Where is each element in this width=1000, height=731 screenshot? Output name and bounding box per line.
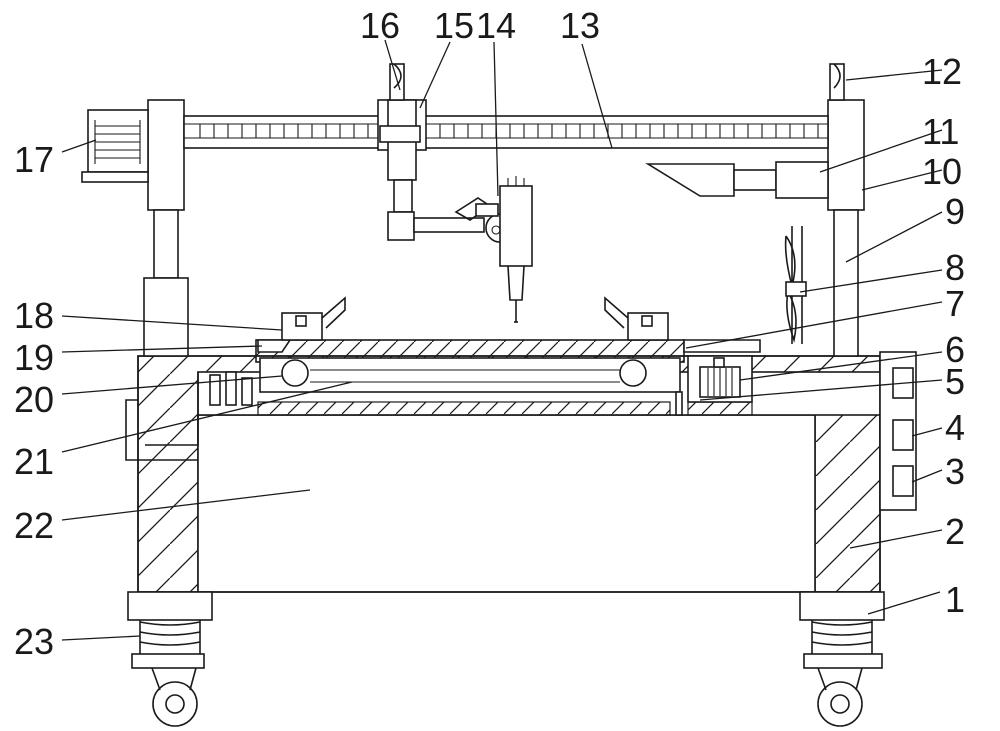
reference-numerals: 1 2 3 4 5 6 7 8 9 10 11 12 13 14 15 16 1… bbox=[14, 5, 965, 662]
spray-nozzle bbox=[645, 161, 829, 199]
label-20: 20 bbox=[14, 379, 54, 420]
label-5: 5 bbox=[945, 361, 965, 402]
label-9: 9 bbox=[945, 191, 965, 232]
label-22: 22 bbox=[14, 505, 54, 546]
cross-beam bbox=[183, 115, 829, 149]
left-caster bbox=[127, 591, 213, 727]
carriage bbox=[377, 63, 427, 241]
label-1: 1 bbox=[945, 579, 965, 620]
label-23: 23 bbox=[14, 621, 54, 662]
right-column bbox=[827, 63, 865, 357]
label-17: 17 bbox=[14, 139, 54, 180]
control-box bbox=[879, 351, 917, 511]
label-6: 6 bbox=[945, 329, 965, 370]
left-column bbox=[143, 99, 189, 357]
label-19: 19 bbox=[14, 337, 54, 378]
leader-lines bbox=[61, 39, 943, 641]
label-15: 15 bbox=[434, 5, 474, 46]
clamp-left bbox=[281, 296, 346, 341]
clamp-right bbox=[604, 296, 669, 341]
slide-rail bbox=[209, 357, 683, 416]
label-14: 14 bbox=[476, 5, 516, 46]
work-table bbox=[255, 339, 761, 363]
label-12: 12 bbox=[922, 51, 962, 92]
label-10: 10 bbox=[922, 151, 962, 192]
robot-arm bbox=[413, 197, 515, 243]
label-13: 13 bbox=[560, 5, 600, 46]
drive-motor bbox=[687, 355, 753, 403]
label-8: 8 bbox=[945, 247, 965, 288]
label-2: 2 bbox=[945, 511, 965, 552]
label-11: 11 bbox=[922, 111, 959, 152]
lead-screw-motor bbox=[81, 109, 149, 183]
cooling-fan bbox=[784, 226, 807, 344]
label-21: 21 bbox=[14, 441, 54, 482]
right-caster bbox=[799, 591, 885, 727]
label-16: 16 bbox=[360, 5, 400, 46]
label-7: 7 bbox=[945, 283, 965, 324]
label-18: 18 bbox=[14, 295, 54, 336]
label-3: 3 bbox=[945, 451, 965, 492]
tool-head bbox=[499, 176, 533, 323]
left-bracket bbox=[125, 372, 199, 461]
label-4: 4 bbox=[945, 407, 965, 448]
